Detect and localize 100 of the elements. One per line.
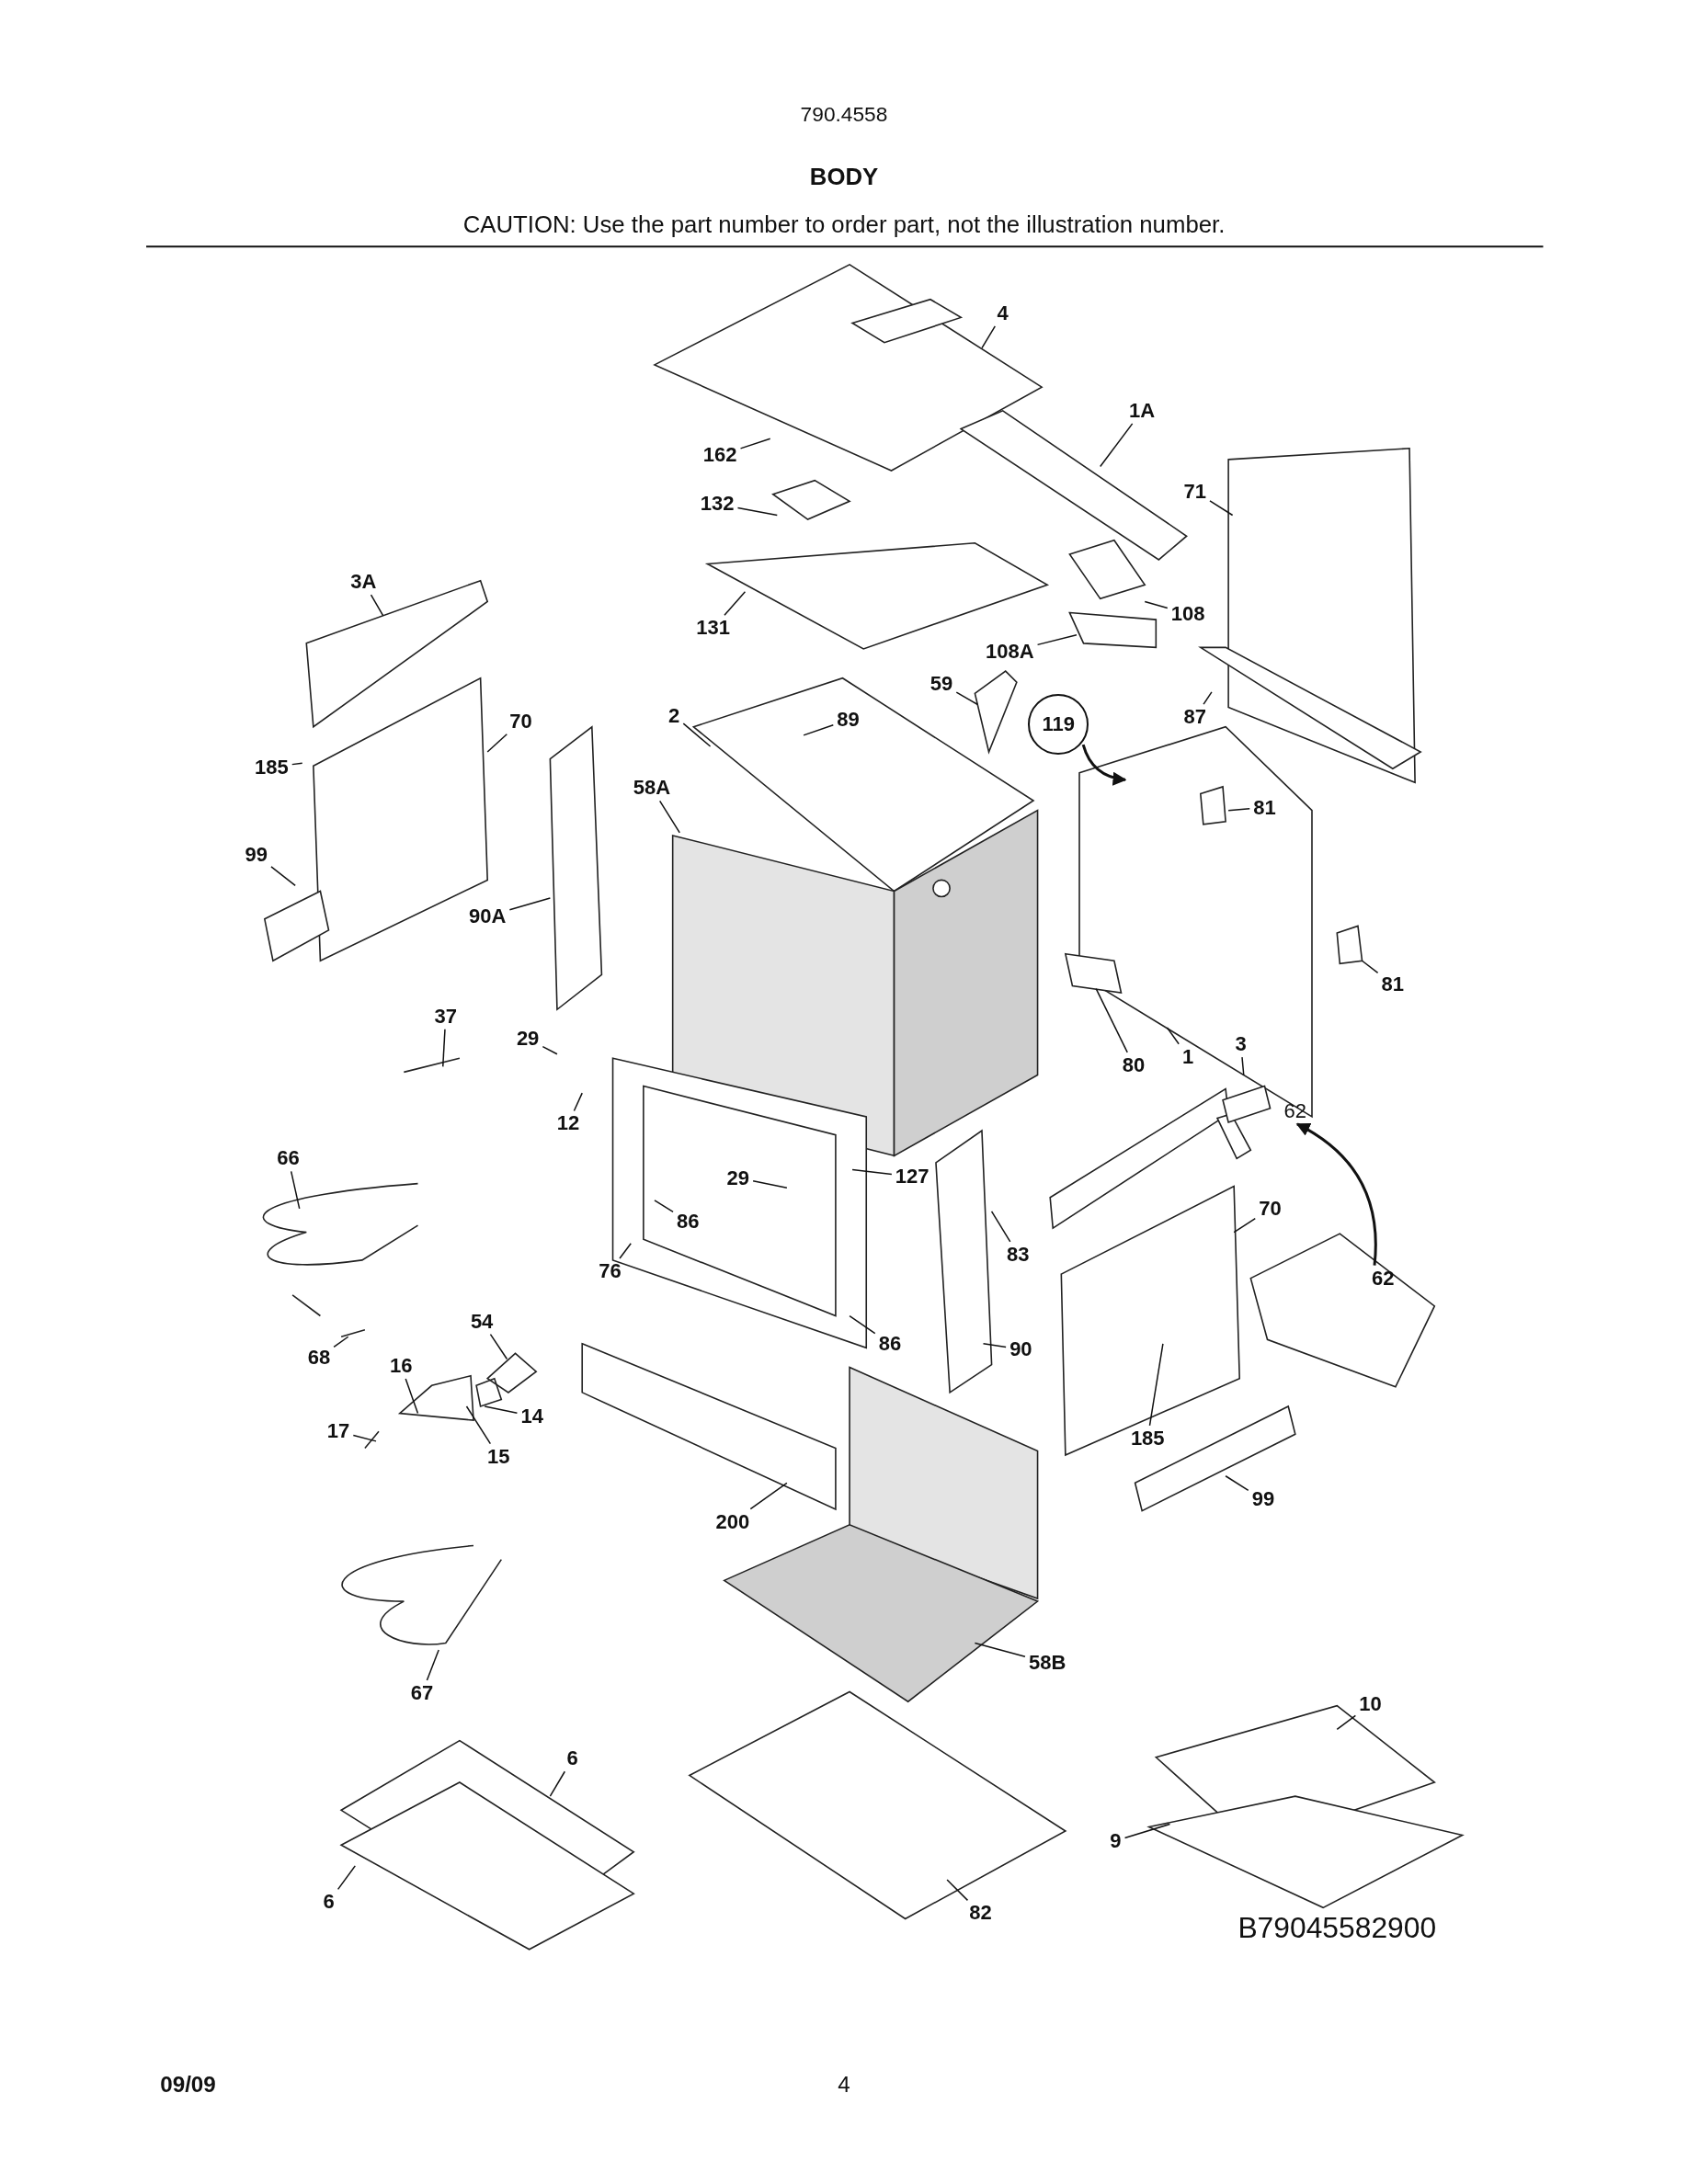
leader-line [682, 722, 712, 747]
page-title: BODY [809, 163, 879, 190]
callout-number: 9 [1108, 1829, 1123, 1852]
callout-number: 131 [694, 617, 732, 640]
leader-line [946, 1879, 969, 1902]
callout-number: 1 [1180, 1045, 1196, 1068]
callout-number: 66 [275, 1147, 302, 1170]
leader-line [749, 1482, 788, 1510]
page-number-code: 790.4558 [800, 101, 888, 127]
leader-line [849, 1314, 876, 1335]
callout-number: 87 [1181, 706, 1208, 729]
callout-number: 70 [508, 710, 534, 733]
callout-number: 68 [305, 1346, 333, 1369]
leader-line [1241, 1056, 1245, 1076]
leader-line [508, 897, 552, 911]
date-code: 09/09 [160, 2071, 216, 2098]
callout-number: 14 [519, 1405, 545, 1428]
callout-number: 37 [432, 1005, 459, 1028]
leader-line [1100, 423, 1134, 468]
leader-line [1148, 1343, 1164, 1427]
callout-number: 58B [1027, 1651, 1068, 1674]
callout-number: 1A [1127, 399, 1158, 422]
leader-line [752, 1180, 788, 1189]
callout-number: 80 [1120, 1053, 1147, 1076]
callout-number: 82 [967, 1902, 994, 1925]
callout-number: 108 [1169, 603, 1207, 626]
callout-number: 3 [1233, 1033, 1249, 1056]
leader-line [1209, 500, 1234, 517]
caution-note: CAUTION: Use the part number to order part, not the illustration number. [462, 210, 1226, 238]
callout-number: 2 [667, 704, 682, 727]
callout-number: 58A [631, 777, 673, 800]
leader-line [974, 1642, 1026, 1657]
callout-number: 70 [1257, 1197, 1283, 1220]
callout-number: 185 [1128, 1427, 1167, 1450]
drawing-number: B79045582900 [1237, 1910, 1437, 1945]
callout-circle: 119 [1028, 693, 1089, 755]
leader-line [982, 1343, 1007, 1348]
page-number: 4 [838, 2071, 850, 2098]
callout-number: 54 [468, 1310, 496, 1333]
leader-line [981, 325, 997, 349]
callout-number: 99 [243, 844, 269, 867]
leader-line [1095, 987, 1128, 1053]
leader-line [426, 1649, 439, 1681]
callout-number: 17 [325, 1420, 352, 1443]
leader-line [851, 1168, 893, 1176]
leader-line [739, 438, 771, 449]
arrow [1295, 1122, 1377, 1266]
leader-line [1361, 960, 1379, 974]
callout-number: 29 [514, 1028, 542, 1051]
leader-line [1166, 1027, 1180, 1045]
leader-line [1336, 1714, 1357, 1731]
leader-line [654, 1200, 674, 1213]
callout-number: 81 [1379, 973, 1407, 995]
callout-number: 90 [1008, 1337, 1034, 1360]
callout-number: 59 [928, 672, 955, 695]
callout-number: 132 [698, 493, 736, 516]
callout-number: 200 [713, 1510, 752, 1533]
callout-number: 89 [835, 709, 861, 732]
leader-line [291, 762, 303, 766]
leader-line [619, 1243, 632, 1259]
callout-number: 29 [724, 1166, 752, 1189]
callout-number: 4 [995, 301, 1010, 324]
callout-number: 90A [467, 904, 508, 927]
leader-line [333, 1336, 349, 1348]
callout-number: 99 [1249, 1488, 1277, 1511]
leader-line [1144, 600, 1169, 609]
callout-number: 67 [408, 1682, 436, 1705]
leader-line [1225, 1475, 1249, 1491]
callout-number: 108A [983, 640, 1036, 663]
callout-number: 71 [1181, 480, 1208, 503]
callout-number: 76 [597, 1260, 623, 1283]
callout-number: 86 [675, 1210, 701, 1233]
leader-line [405, 1378, 419, 1415]
leader-line [549, 1770, 566, 1797]
callout-number: 62 [1282, 1099, 1309, 1122]
leader-line [370, 594, 384, 617]
leader-line [542, 1045, 558, 1055]
callout-number: 15 [485, 1445, 512, 1468]
leader-line [270, 866, 296, 887]
callout-number: 185 [253, 756, 291, 779]
callout-number: 3A [348, 571, 379, 594]
leader-line [1036, 634, 1078, 646]
leader-line [290, 1170, 301, 1210]
leader-line [803, 724, 835, 736]
leader-line [1203, 691, 1213, 705]
callout-number: 162 [701, 444, 739, 467]
leader-line [1227, 808, 1250, 812]
leader-line [658, 800, 680, 834]
leader-line [465, 1405, 492, 1445]
callout-number: 10 [1357, 1693, 1384, 1716]
leader-line [336, 1865, 357, 1891]
leader-line [990, 1211, 1011, 1243]
callout-number: 86 [876, 1332, 904, 1355]
leader-line [736, 506, 779, 517]
leader-line [1123, 1823, 1171, 1839]
leader-line [352, 1434, 377, 1442]
callout-number: 6 [321, 1891, 336, 1914]
leader-line [486, 733, 508, 753]
callout-number: 83 [1005, 1243, 1032, 1266]
leader-line [724, 591, 747, 616]
